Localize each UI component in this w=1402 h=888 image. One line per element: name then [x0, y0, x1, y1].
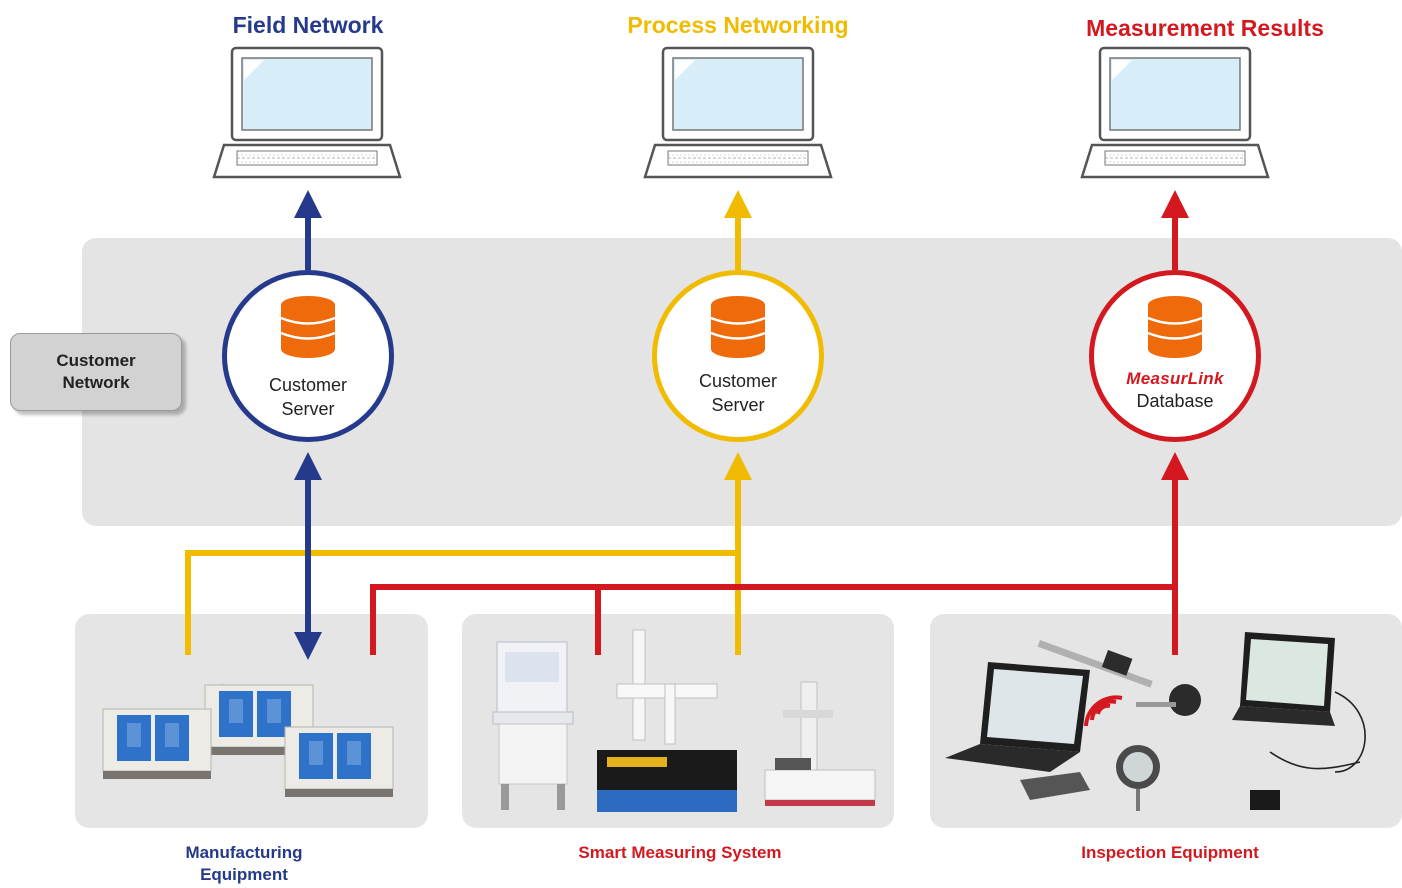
data-receiver-device: [1020, 772, 1090, 800]
node-label-line1: Customer: [268, 375, 348, 395]
title-measurement-results: Measurement Results: [1086, 15, 1324, 41]
wireless-signal-icon: [1084, 695, 1123, 727]
yellow-arrow-up-server: [724, 452, 752, 480]
machine-unit: [284, 726, 394, 797]
node-label-line2: Server: [281, 399, 335, 419]
database-icon: [280, 296, 336, 358]
node-label-line1: Database: [1136, 391, 1214, 411]
customer-server-node-yellow: Customer Server: [652, 270, 824, 442]
node-label-line2: Server: [711, 395, 765, 415]
blue-arrow-up-server: [294, 452, 322, 480]
machine-unit: [204, 683, 314, 755]
cables: [1269, 691, 1366, 773]
caption-manufacturing-text: Manufacturing Equipment: [185, 843, 303, 884]
coordinate-measuring-machine: [597, 629, 737, 812]
red-arrow-up-laptop: [1161, 190, 1189, 218]
blue-arrow-down-equipment: [294, 632, 322, 660]
caption-smart-measuring-system: Smart Measuring System: [578, 843, 782, 862]
red-connection: [370, 215, 1178, 655]
second-laptop-device: [1232, 632, 1335, 726]
caliper-device: [1037, 640, 1153, 688]
laptop-icon-field: [212, 46, 402, 179]
node-label-line1: Customer: [698, 371, 778, 391]
yellow-connection: [185, 215, 741, 655]
machine-unit: [102, 708, 212, 779]
measurlink-logo: MeasurLink: [1126, 369, 1224, 388]
caption-inspection-equipment: Inspection Equipment: [1081, 843, 1259, 862]
smart-measuring-illustration: [492, 629, 876, 812]
blue-arrow-up-laptop: [294, 190, 322, 218]
customer-server-node-blue: Customer Server: [222, 270, 394, 442]
title-process-networking: Process Networking: [627, 12, 849, 38]
title-field-network: Field Network: [232, 12, 384, 38]
laptop-device: [945, 662, 1090, 772]
measurlink-database-node-red: MeasurLink Database: [1089, 270, 1261, 442]
customer-network-text: Customer Network: [56, 351, 136, 392]
laptop-icon-results: [1080, 46, 1270, 179]
customer-network-label: Customer Network: [10, 333, 182, 411]
form-measuring-machine: [764, 681, 876, 806]
database-icon: [1147, 296, 1203, 358]
laptop-icon-process: [643, 46, 833, 179]
red-arrow-up-database: [1161, 452, 1189, 480]
yellow-arrow-up-laptop: [724, 190, 752, 218]
interface-box-device: [1250, 790, 1280, 810]
caption-manufacturing-equipment: Manufacturing Equipment: [138, 842, 350, 886]
micrometer-device: [1136, 684, 1201, 716]
manufacturing-machines-illustration: [102, 683, 394, 797]
dial-indicator-device: [1116, 745, 1160, 811]
database-icon: [710, 296, 766, 358]
vision-measuring-machine: [492, 641, 574, 810]
inspection-equipment-illustration: [945, 632, 1366, 811]
